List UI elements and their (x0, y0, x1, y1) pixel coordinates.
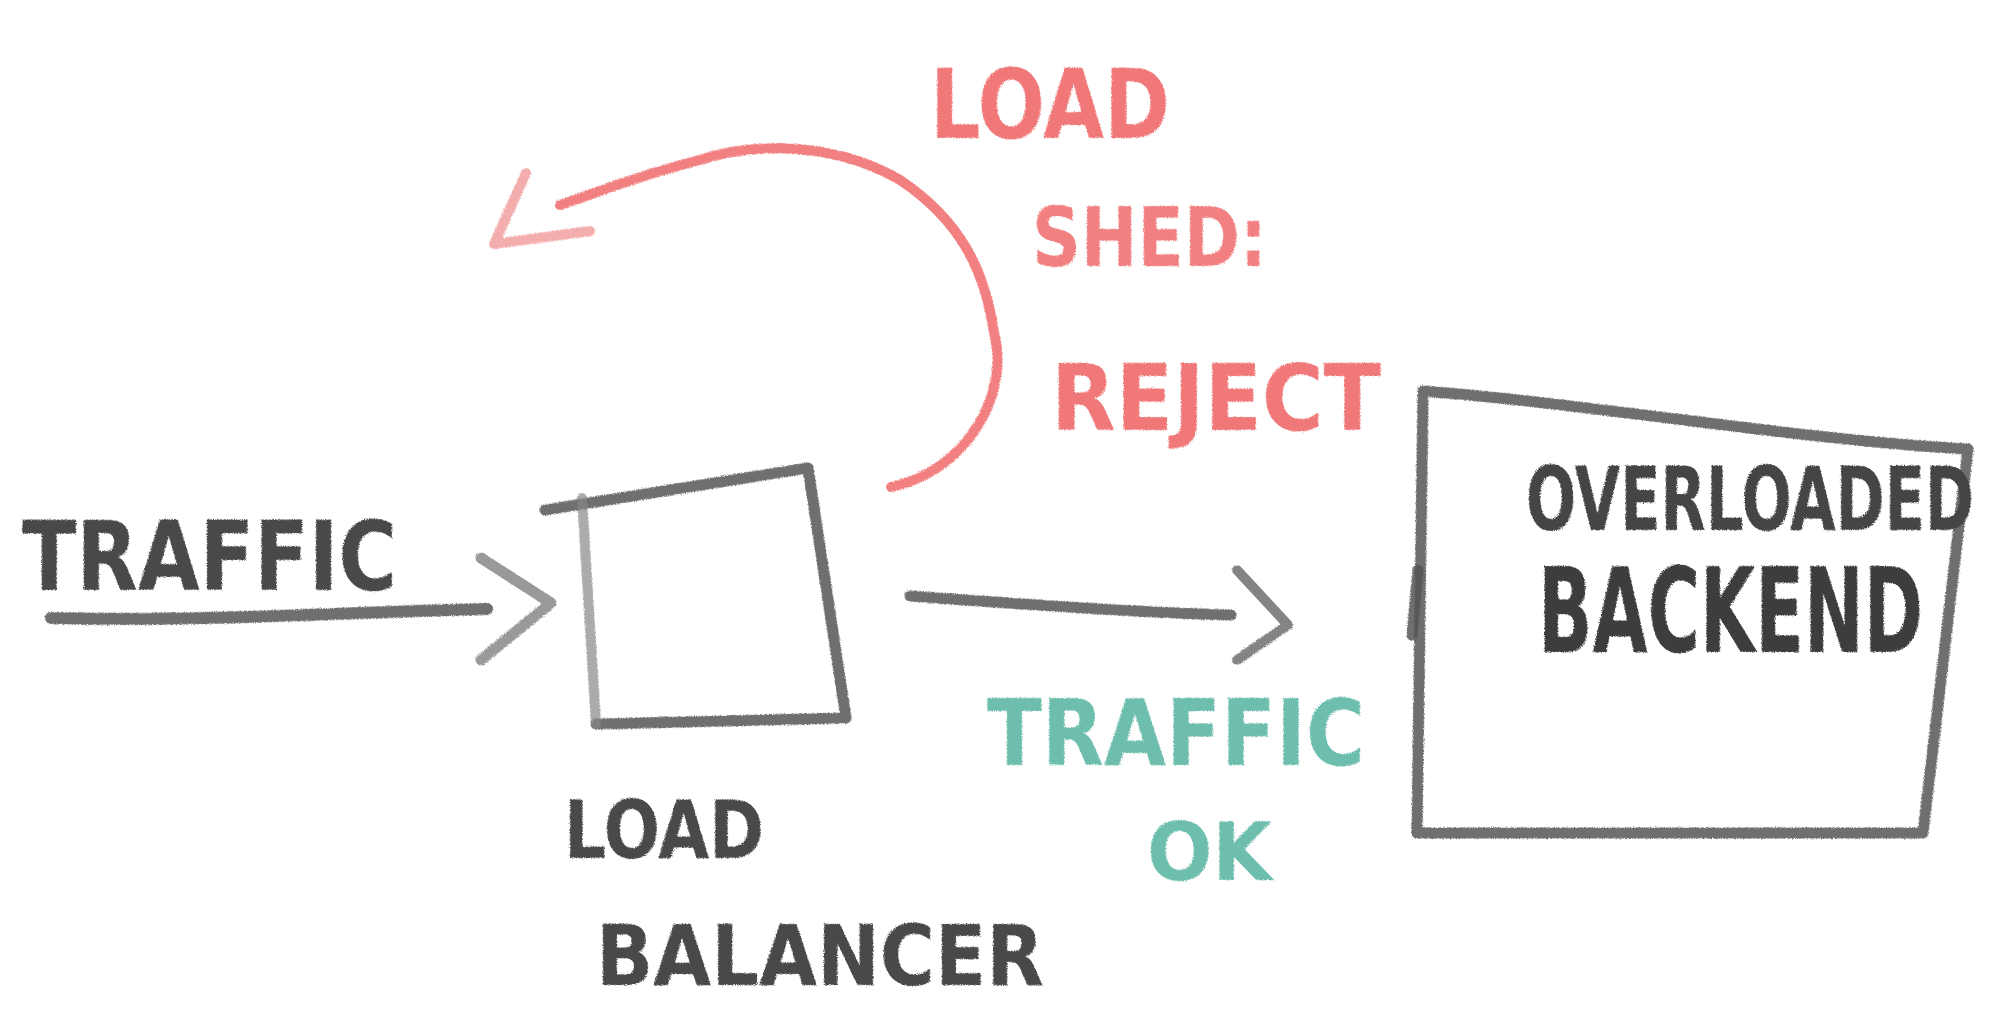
load-shed-arrow (489, 143, 1003, 492)
load-balancer-label-line1: LOAD (564, 784, 764, 877)
backend-label-line2: BACKEND (1538, 542, 1923, 680)
load-shed-label-line1: LOAD (930, 49, 1170, 161)
incoming-arrow (45, 552, 557, 666)
traffic-ok-label-line2: OK (1147, 806, 1275, 899)
outgoing-arrow (904, 565, 1293, 665)
load-balancer-box (539, 462, 852, 730)
overloaded-backend-box (1406, 385, 1974, 839)
load-shed-label-line2: SHED: (1032, 191, 1267, 286)
backend-label-line1: OVERLOADED (1526, 448, 1974, 551)
incoming-traffic-label: TRAFFIC (22, 501, 397, 613)
load-shed-label-line3: REJECT (1051, 345, 1381, 452)
load-balancer-label-line2: BALANCER (596, 907, 1044, 1005)
traffic-ok-label-line1: TRAFFIC (987, 680, 1365, 787)
